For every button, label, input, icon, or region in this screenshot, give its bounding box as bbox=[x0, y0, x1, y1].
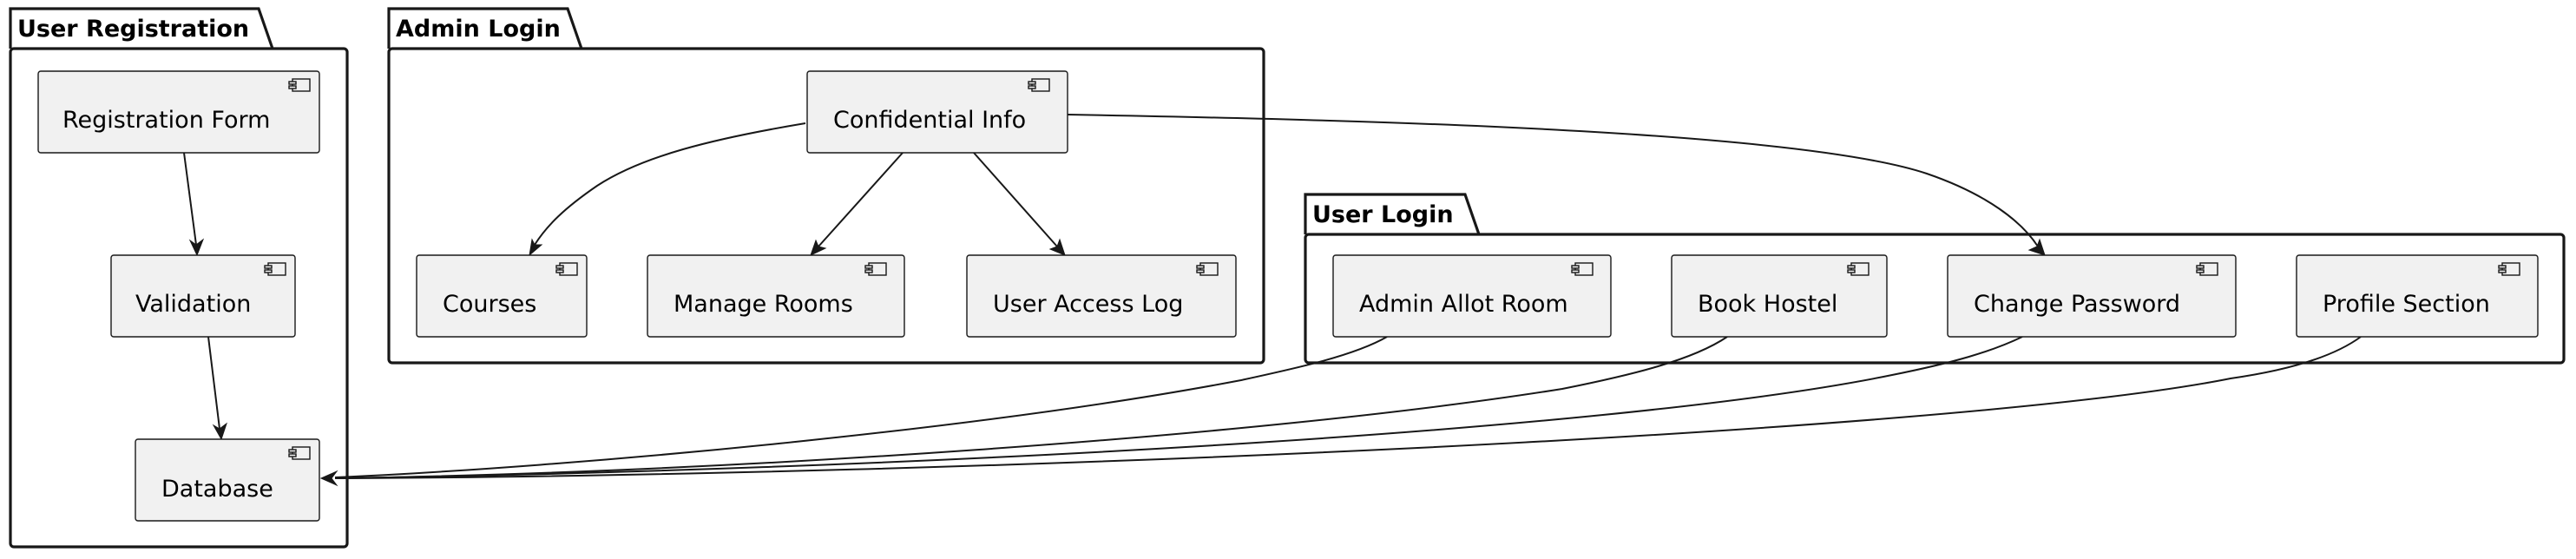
arrowhead bbox=[810, 239, 827, 256]
edge-validation-to-database bbox=[207, 336, 220, 430]
component-icon bbox=[1571, 262, 1594, 276]
edge-confidential-info-to-courses bbox=[534, 122, 806, 246]
component-label: Courses bbox=[443, 291, 536, 318]
component-registration-form[interactable]: Registration Form bbox=[37, 70, 320, 154]
component-icon bbox=[2196, 262, 2218, 276]
package-tab bbox=[387, 7, 583, 49]
component-label: Book Hostel bbox=[1698, 291, 1837, 318]
component-label: Validation bbox=[135, 291, 251, 318]
arrowhead bbox=[212, 422, 227, 441]
arrowhead bbox=[188, 238, 205, 257]
package-title: User Login bbox=[1312, 201, 1454, 228]
component-change-password[interactable]: Change Password bbox=[1947, 254, 2237, 338]
component-box bbox=[1947, 254, 2237, 338]
component-box bbox=[2296, 254, 2539, 338]
component-label: Profile Section bbox=[2323, 291, 2490, 318]
component-manage-rooms[interactable]: Manage Rooms bbox=[647, 254, 905, 338]
package-title: Admin Login bbox=[396, 16, 561, 43]
component-validation[interactable]: Validation bbox=[110, 254, 296, 338]
component-label: Database bbox=[161, 476, 273, 503]
component-database[interactable]: Database bbox=[135, 438, 320, 522]
package-tab bbox=[1304, 193, 1481, 235]
component-icon bbox=[555, 262, 578, 276]
component-box bbox=[1332, 254, 1612, 338]
arrowhead bbox=[2027, 238, 2046, 256]
edge-profile-section-to-database bbox=[334, 336, 2362, 479]
component-icon bbox=[264, 262, 286, 276]
component-box bbox=[135, 438, 320, 522]
component-icon bbox=[1847, 262, 1870, 276]
component-box bbox=[37, 70, 320, 154]
component-user-access-log[interactable]: User Access Log bbox=[966, 254, 1237, 338]
component-box bbox=[806, 70, 1068, 154]
component-box bbox=[966, 254, 1237, 338]
component-profile-section[interactable]: Profile Section bbox=[2296, 254, 2539, 338]
edge-admin-allot-room-to-database bbox=[334, 336, 1388, 478]
package-title: User Registration bbox=[17, 16, 249, 43]
arrowhead bbox=[1048, 238, 1066, 256]
component-icon bbox=[1028, 78, 1050, 92]
edges bbox=[183, 114, 2362, 487]
package-user-login: User Login bbox=[1304, 193, 2566, 365]
component-label: User Access Log bbox=[993, 291, 1183, 318]
component-icon bbox=[864, 262, 887, 276]
component-confidential-info[interactable]: Confidential Info bbox=[806, 70, 1068, 154]
edge-change-password-to-database bbox=[334, 336, 2023, 479]
component-label: Manage Rooms bbox=[674, 291, 853, 318]
component-box bbox=[1671, 254, 1888, 338]
component-label: Admin Allot Room bbox=[1359, 291, 1568, 318]
component-admin-allot-room[interactable]: Admin Allot Room bbox=[1332, 254, 1612, 338]
component-box bbox=[110, 254, 296, 338]
edge-book-hostel-to-database bbox=[334, 336, 1728, 479]
component-box bbox=[647, 254, 905, 338]
package-tab bbox=[9, 7, 274, 49]
edge-confidential-info-to-manage-rooms bbox=[818, 152, 904, 247]
package-frame bbox=[1304, 233, 2566, 365]
component-icon bbox=[1196, 262, 1219, 276]
arrowhead bbox=[529, 238, 543, 257]
edge-registration-form-to-validation bbox=[183, 152, 197, 246]
arrowhead bbox=[319, 470, 338, 487]
component-courses[interactable]: Courses bbox=[416, 254, 588, 338]
component-label: Registration Form bbox=[62, 107, 270, 134]
edge-confidential-info-to-user-access-log bbox=[973, 152, 1058, 247]
edge-confidential-info-to-change-password bbox=[1067, 114, 2039, 247]
component-book-hostel[interactable]: Book Hostel bbox=[1671, 254, 1888, 338]
component-icon bbox=[288, 446, 311, 460]
component-label: Confidential Info bbox=[833, 107, 1026, 134]
component-label: Change Password bbox=[1974, 291, 2180, 318]
component-box bbox=[416, 254, 588, 338]
component-icon bbox=[2498, 262, 2520, 276]
component-icon bbox=[288, 78, 311, 92]
